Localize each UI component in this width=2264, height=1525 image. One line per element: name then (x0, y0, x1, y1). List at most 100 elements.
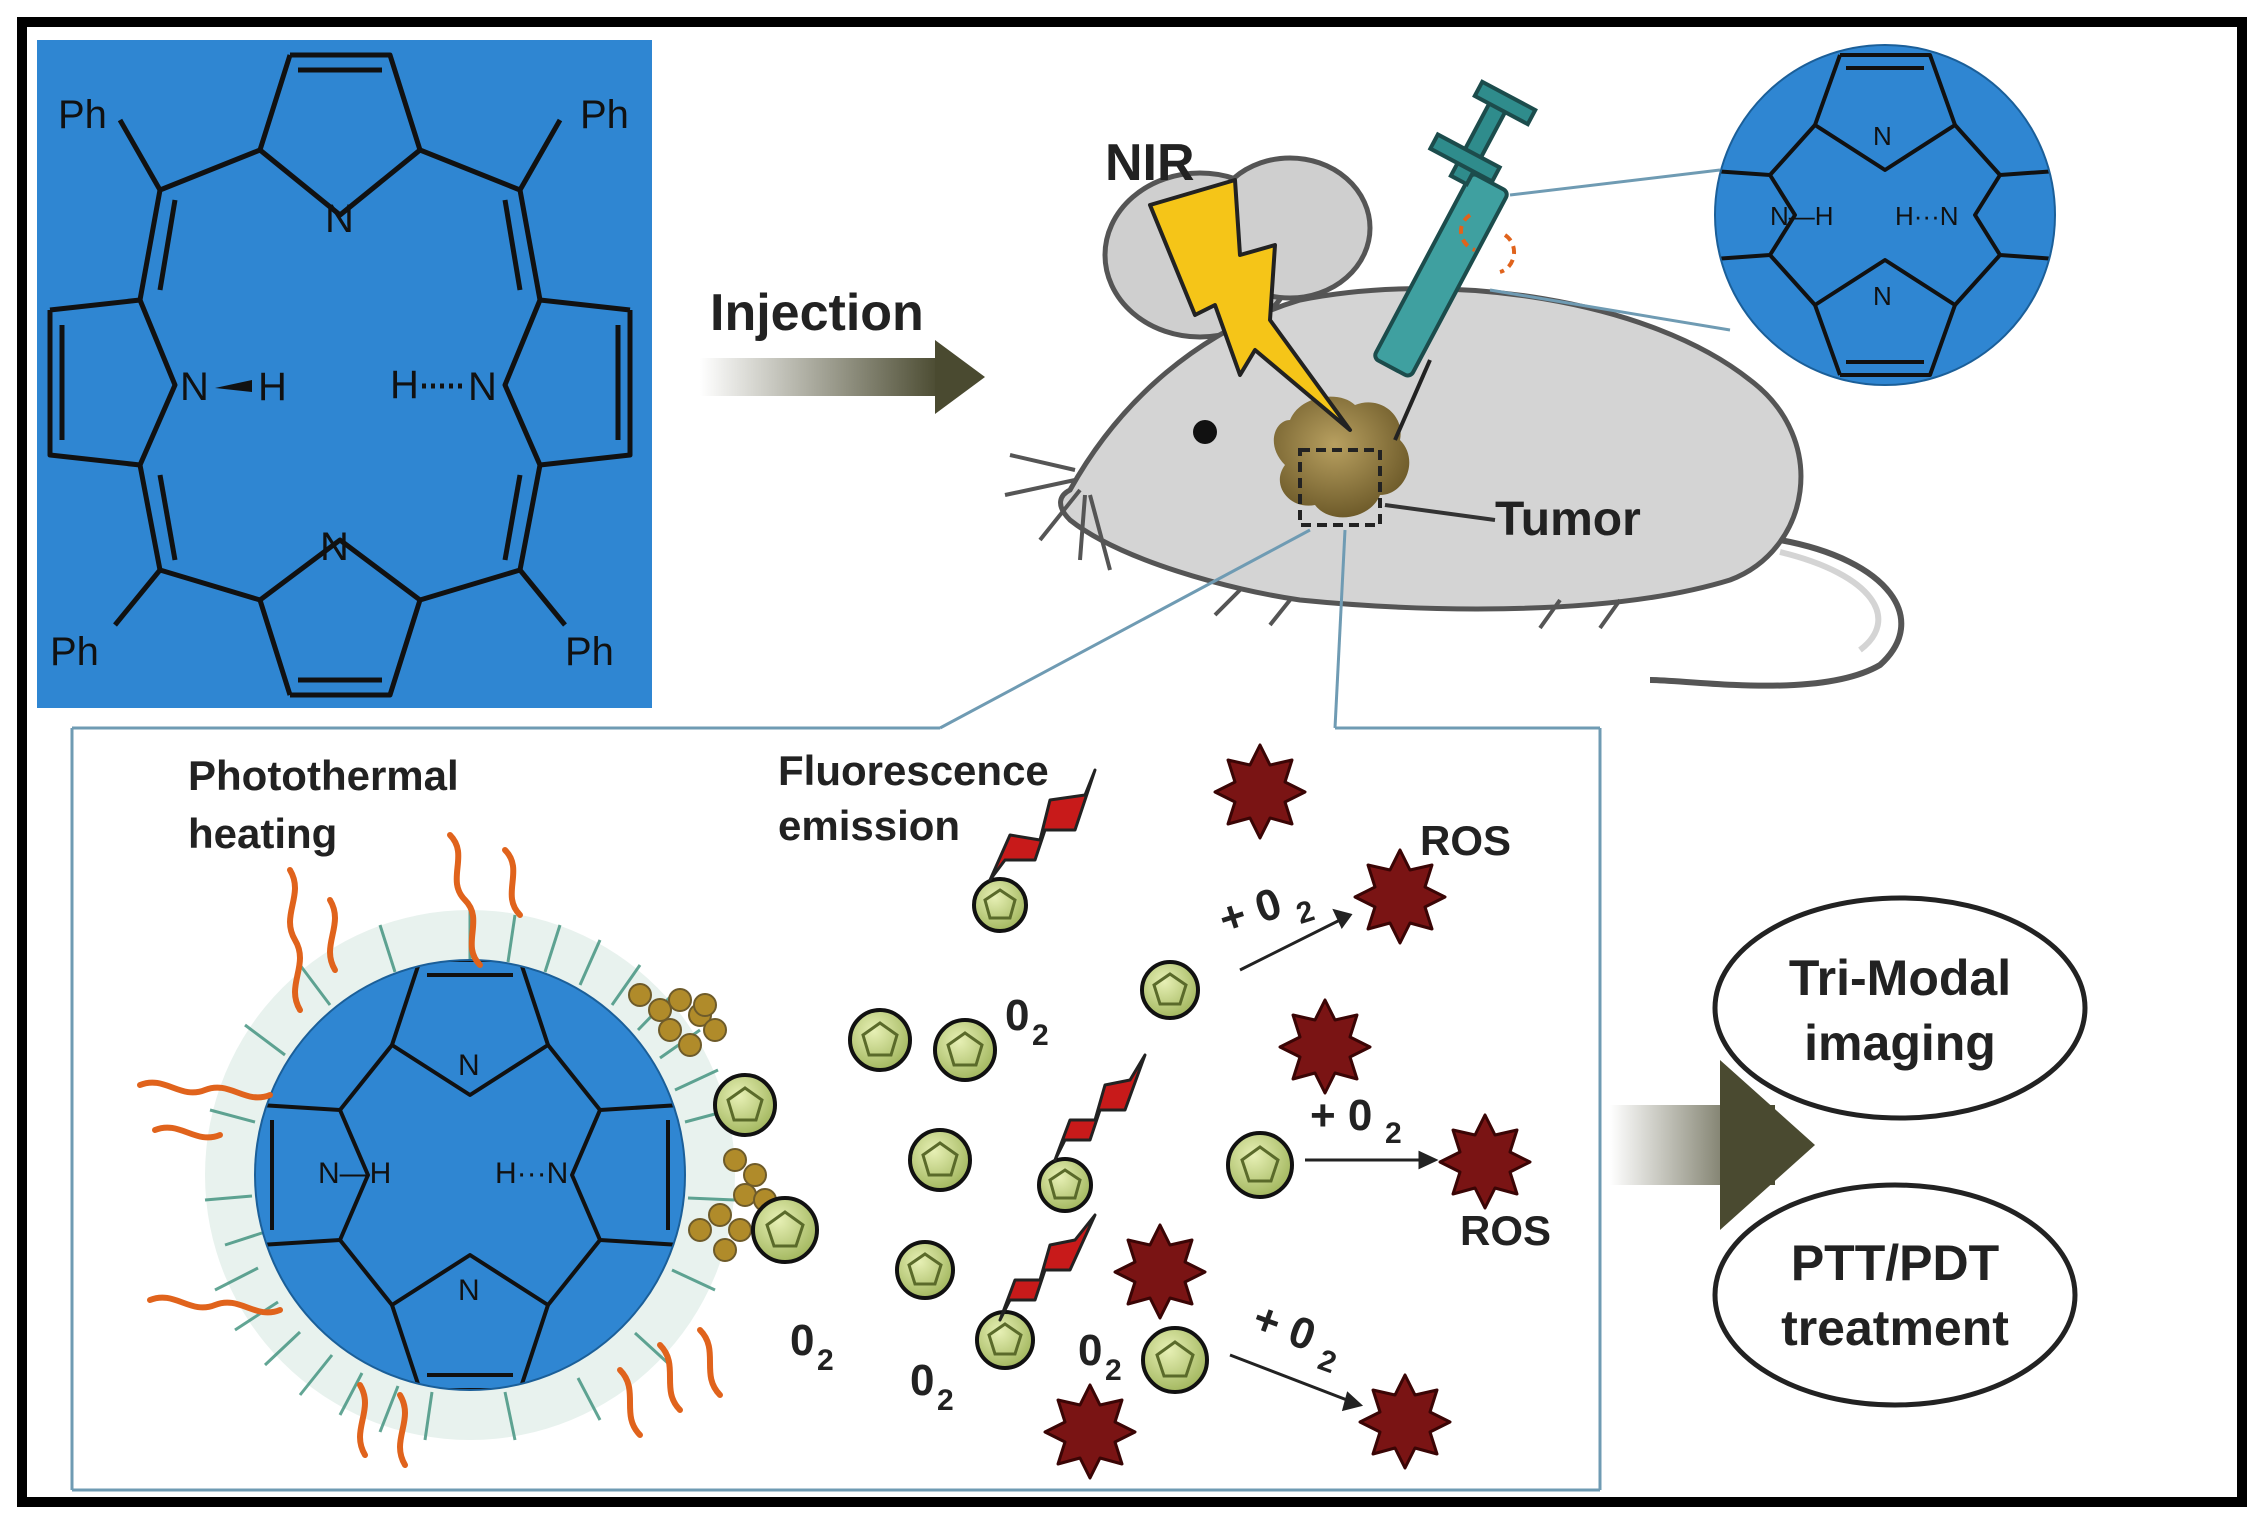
ros-star (1043, 1383, 1137, 1480)
svg-text:2: 2 (1032, 1019, 1049, 1052)
lightning-icon (1053, 1053, 1147, 1162)
singlet-oxygen (908, 1128, 972, 1192)
svg-text:0: 0 (910, 1356, 934, 1405)
mouse-eye (1193, 420, 1217, 444)
o2-label-d: 0 2 (1078, 1326, 1122, 1387)
nh-wedge-bond (215, 380, 252, 392)
hn-right-n: N (468, 365, 497, 409)
ros-label-2: ROS (1460, 1207, 1551, 1254)
porphyrin-structure (47, 52, 633, 698)
photothermal-label-line1: Photothermal (188, 752, 459, 799)
svg-text:+ 0: + 0 (1247, 1293, 1322, 1360)
np-n-bottom: N (458, 1274, 480, 1307)
ph-bottom-left: Ph (50, 630, 99, 674)
tri-modal-line1: Tri-Modal (1789, 950, 2011, 1006)
tumor-label-leader (1384, 503, 1496, 522)
singlet-oxygen (1140, 960, 1200, 1020)
singlet-oxygen (1141, 1326, 1209, 1394)
nir-label: NIR (1105, 134, 1195, 192)
nh-left-n: N (180, 365, 209, 409)
ph-top-right: Ph (580, 93, 629, 137)
zoom-hn-right: H···N (1895, 201, 1959, 231)
fluorescence-label-line1: Fluorescence (778, 747, 1049, 794)
zoom-n-bottom: N (1873, 281, 1892, 311)
nanoparticle (204, 910, 736, 1441)
svg-text:0: 0 (790, 1316, 814, 1365)
singlet-oxygen (933, 1018, 997, 1082)
ptt-pdt-ellipse (1712, 1182, 2078, 1408)
svg-text:2: 2 (1385, 1117, 1402, 1150)
tri-modal-ellipse (1712, 895, 2088, 1121)
ptt-pdt-line2: treatment (1781, 1300, 2009, 1356)
tumor-label: Tumor (1495, 493, 1641, 546)
ros-star (1213, 743, 1307, 840)
outcome-arrow (1610, 1060, 1815, 1230)
singlet-oxygen (975, 1310, 1035, 1370)
porphyrin-structure-panel: Ph Ph Ph Ph N N N H H N (37, 40, 652, 708)
svg-text:2: 2 (1105, 1354, 1122, 1387)
reaction-arrows (1229, 908, 1439, 1412)
ros-star (1278, 998, 1372, 1095)
ros-star (1353, 848, 1447, 945)
ros-star (1438, 1113, 1532, 1210)
singlet-oxygen (972, 877, 1028, 933)
injection-arrow (700, 340, 985, 414)
svg-text:2: 2 (1314, 1343, 1341, 1380)
svg-text:2: 2 (817, 1344, 834, 1377)
ros-star (1358, 1373, 1452, 1470)
zoom-connector-2 (1489, 288, 1731, 332)
heat-wave (137, 832, 723, 1468)
o2-label-c: 0 2 (910, 1356, 954, 1417)
svg-text:0: 0 (1078, 1326, 1102, 1375)
np-nh: N—H (318, 1157, 391, 1190)
ph-bottom-right: Ph (565, 630, 614, 674)
mechanism-panel (70, 528, 1602, 1492)
zoom-porphyrin-circle (1714, 44, 2056, 386)
singlet-oxygen (1037, 1157, 1093, 1213)
zoom-connector (1509, 168, 1721, 197)
fluorescence-label-line2: emission (778, 802, 960, 849)
ph-top-left: Ph (58, 93, 107, 137)
plus-o2-label-1: + 0 2 (1213, 879, 1318, 945)
svg-text:0: 0 (1005, 991, 1029, 1040)
ptt-pdt-line1: PTT/PDT (1791, 1235, 1999, 1291)
o2-label-b: 0 2 (790, 1316, 834, 1377)
zoom-n-top: N (1873, 121, 1892, 151)
singlet-oxygen-group (713, 877, 1294, 1394)
svg-text:+ 0: + 0 (1213, 879, 1287, 945)
outer-frame (17, 17, 2247, 1507)
singlet-oxygen (895, 1240, 955, 1300)
tumor-blob (1273, 396, 1410, 518)
ros-group (1043, 743, 1532, 1480)
photothermal-label-line2: heating (188, 810, 337, 857)
n-top: N (325, 197, 354, 241)
ros-star (1113, 1223, 1207, 1320)
fluorescence-lightning-group (988, 768, 1147, 1322)
injection-heat-marks (1459, 213, 1516, 274)
svg-text:+ 0: + 0 (1310, 1091, 1372, 1140)
lightning-icon (988, 768, 1097, 882)
singlet-oxygen (848, 1008, 912, 1072)
zoom-nh-left: N—H (1770, 201, 1834, 231)
lightning-icon (998, 1213, 1097, 1322)
o2-label-a: 0 2 (1005, 991, 1049, 1052)
singlet-oxygen (1226, 1131, 1294, 1199)
injection-label: Injection (710, 284, 924, 342)
singlet-oxygen (751, 1196, 819, 1264)
plus-o2-label-2: + 0 2 (1310, 1091, 1402, 1150)
syringe-icon (1373, 79, 1538, 441)
hn-right-h: H (390, 363, 419, 407)
singlet-oxygen (713, 1073, 777, 1137)
ros-label-1: ROS (1420, 817, 1511, 864)
svg-text:2: 2 (937, 1384, 954, 1417)
lightning-icon (1148, 178, 1352, 432)
np-n-top: N (458, 1049, 480, 1082)
nh-left-h: H (258, 365, 287, 409)
np-hn: H···N (495, 1157, 568, 1190)
tumor-zoom-box (1298, 448, 1382, 527)
svg-text:2: 2 (1292, 894, 1318, 931)
n-bottom: N (320, 525, 349, 569)
gold-particles (628, 983, 777, 1262)
pentagon-facets (726, 888, 1280, 1378)
